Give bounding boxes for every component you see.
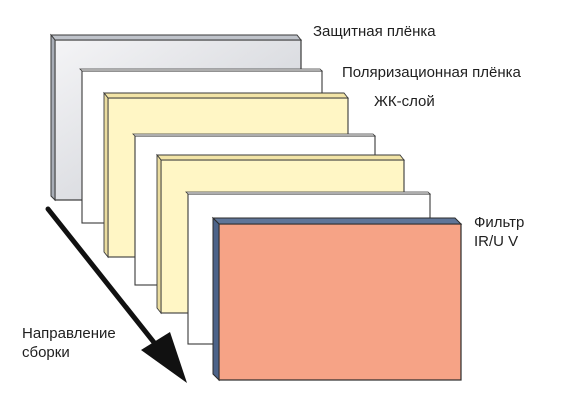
filter-label-line2: IR/U V (474, 233, 519, 250)
filter-label: Фильтр IR/U V (474, 213, 524, 251)
assembly-direction-line2: сборки (22, 344, 70, 361)
polarizing-film-label: Поляризационная плёнка (342, 64, 521, 81)
assembly-direction-arrow (45, 206, 187, 383)
protective-film-label: Защитная плёнка (313, 23, 436, 40)
lc-layer-label: ЖК-слой (374, 93, 435, 110)
assembly-direction-line1: Направление (22, 325, 116, 342)
assembly-direction-label: Направление сборки (22, 324, 116, 362)
filter-layer (211, 216, 463, 382)
filter-label-line1: Фильтр (474, 214, 525, 231)
